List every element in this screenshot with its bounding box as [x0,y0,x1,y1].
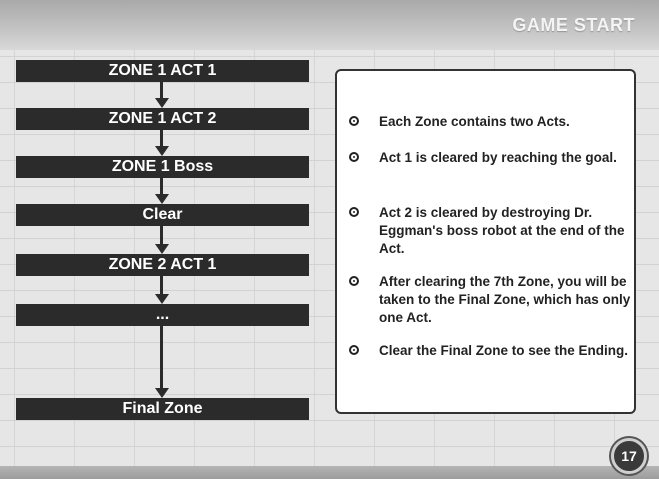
arrow-down-icon [155,326,169,398]
rule-text: Clear the Final Zone to see the Ending. [379,343,629,358]
header-band: GAME START [0,0,659,50]
arrow-down-icon [155,226,169,254]
arrow-down-icon [155,130,169,156]
footer-band [0,466,659,479]
flow-step-zone2-act1: ZONE 2 ACT 1 [16,254,309,276]
page-number-badge: 17 [611,438,647,474]
flow-step-clear: Clear [16,204,309,226]
flow-step-ellipsis: ... [16,304,309,326]
flow-step-final-zone: Final Zone [16,398,309,420]
page-title: GAME START [512,15,635,35]
flow-step-zone1-boss: ZONE 1 Boss [16,156,309,178]
flow-step-zone1-act1: ZONE 1 ACT 1 [16,60,309,82]
rule-text: Act 2 is cleared by destroying Dr. Eggma… [379,205,625,256]
circle-bullet-icon [349,207,359,217]
circle-bullet-icon [349,152,359,162]
arrow-down-icon [155,82,169,108]
rule-text: Each Zone contains two Acts. [379,114,570,129]
circle-bullet-icon [349,276,359,286]
rule-text: After clearing the 7th Zone, you will be… [379,274,631,325]
flow-step-zone1-act2: ZONE 1 ACT 2 [16,108,309,130]
rules-panel: Each Zone contains two Acts. Act 1 is cl… [335,69,636,414]
arrow-down-icon [155,276,169,304]
arrow-down-icon [155,178,169,204]
rule-text: Act 1 is cleared by reaching the goal. [379,150,617,165]
circle-bullet-icon [349,345,359,355]
circle-bullet-icon [349,116,359,126]
